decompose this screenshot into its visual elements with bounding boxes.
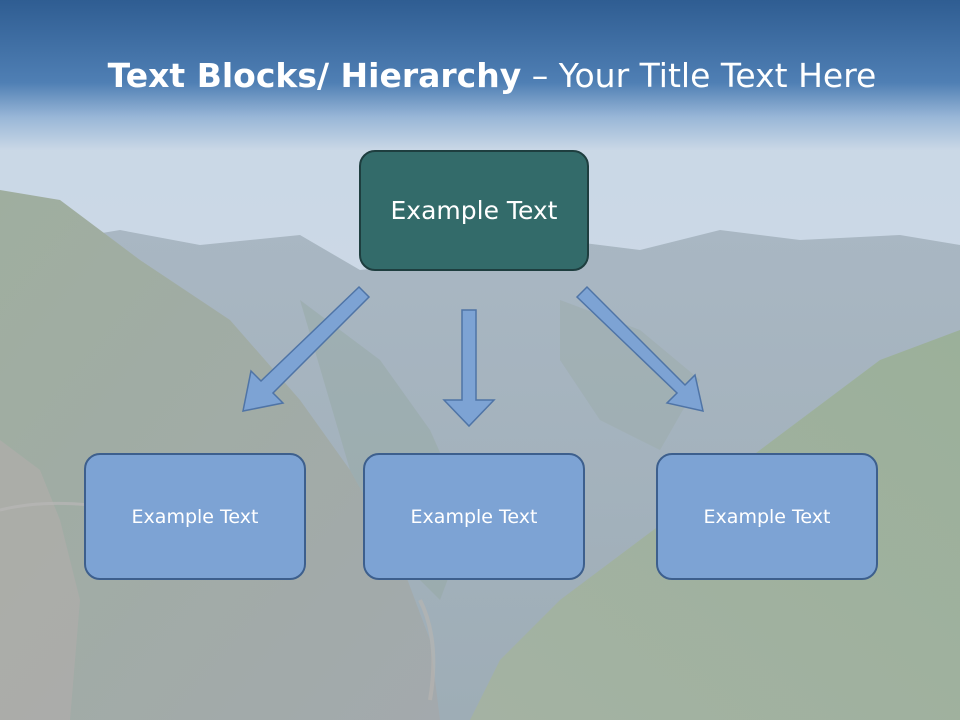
arrow-down-right	[575, 285, 704, 412]
top-level-box: Example Text	[359, 150, 589, 271]
child-box-center: Example Text	[363, 453, 585, 580]
arrow-down-center	[442, 309, 496, 428]
title-regular-part: – Your Title Text Here	[521, 56, 877, 95]
child-box-right: Example Text	[656, 453, 878, 580]
arrow-down-left	[242, 285, 371, 412]
slide-title: Text Blocks/ Hierarchy – Your Title Text…	[0, 54, 960, 98]
title-band	[0, 0, 960, 150]
child-box-left: Example Text	[84, 453, 306, 580]
title-bold-part: Text Blocks/ Hierarchy	[107, 56, 522, 95]
